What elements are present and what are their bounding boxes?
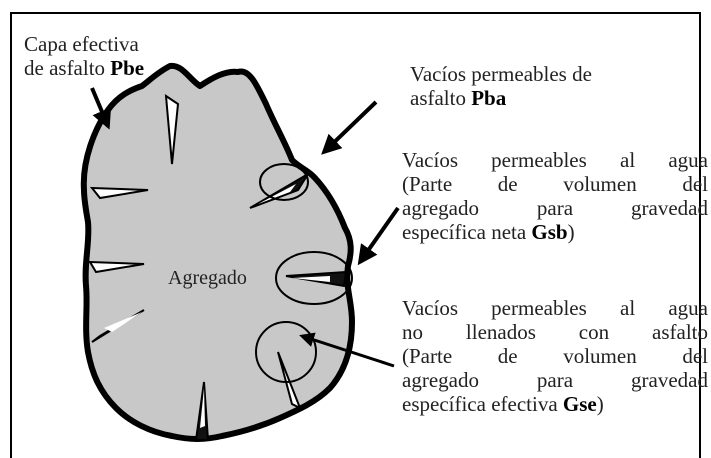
pba-arrow xyxy=(324,102,376,152)
gsb-label: Vacíos permeables al agua (Parte de volu… xyxy=(402,148,708,244)
pba-symbol: Pba xyxy=(471,86,506,110)
gsb-label-line2: (Parte de volumen del xyxy=(402,172,708,196)
pba-label: Vacíos permeables de asfalto Pba xyxy=(410,62,700,110)
pbe-symbol: Pbe xyxy=(110,56,144,80)
gsb-label-close: ) xyxy=(568,220,575,244)
aggregate-label: Agregado xyxy=(168,266,247,290)
gse-label-line4: agregado para gravedad xyxy=(402,368,708,392)
pbe-label-line2: de asfalto xyxy=(24,56,110,80)
pba-label-line1: Vacíos permeables de xyxy=(410,62,700,86)
pba-label-line2: asfalto xyxy=(410,86,471,110)
gse-label-line2: no llenados con asfalto xyxy=(402,320,708,344)
gsb-arrow xyxy=(360,208,398,262)
gsb-label-line3: agregado para gravedad xyxy=(402,196,708,220)
gse-label-line1: Vacíos permeables al agua xyxy=(402,296,708,320)
gse-label: Vacíos permeables al agua no llenados co… xyxy=(402,296,708,416)
gsb-label-line4: específica neta xyxy=(402,220,531,244)
gse-label-close: ) xyxy=(597,392,604,416)
gsb-symbol: Gsb xyxy=(531,220,567,244)
gse-label-line5: específica efectiva xyxy=(402,392,563,416)
gse-label-line3: (Parte de volumen del xyxy=(402,344,708,368)
pbe-label-line1: Capa efectiva xyxy=(24,32,204,56)
pbe-label: Capa efectiva de asfalto Pbe xyxy=(24,32,204,80)
gsb-label-line1: Vacíos permeables al agua xyxy=(402,148,708,172)
gse-symbol: Gse xyxy=(563,392,597,416)
